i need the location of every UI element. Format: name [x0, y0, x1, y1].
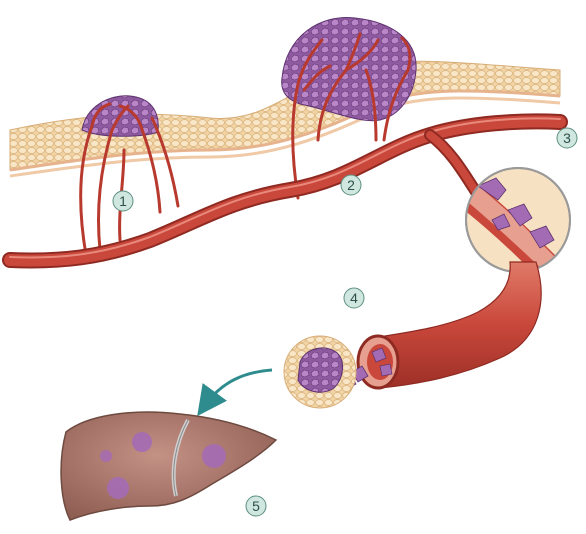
- step-number-4: 4: [350, 290, 358, 306]
- secondary-tissue-cluster: [284, 336, 356, 408]
- step-badge-4: 4: [344, 288, 364, 308]
- step-number-5: 5: [252, 498, 260, 514]
- step-badge-1: 1: [113, 191, 133, 211]
- metastasis-arrow: [206, 370, 272, 404]
- step-badge-3: 3: [557, 128, 577, 148]
- step-number-3: 3: [563, 130, 571, 146]
- step-badge-2: 2: [341, 175, 361, 195]
- step-badge-5: 5: [246, 496, 266, 516]
- step-number-1: 1: [119, 193, 127, 209]
- step-number-2: 2: [347, 177, 355, 193]
- liver: [61, 412, 276, 520]
- vessel-tube: [358, 262, 541, 388]
